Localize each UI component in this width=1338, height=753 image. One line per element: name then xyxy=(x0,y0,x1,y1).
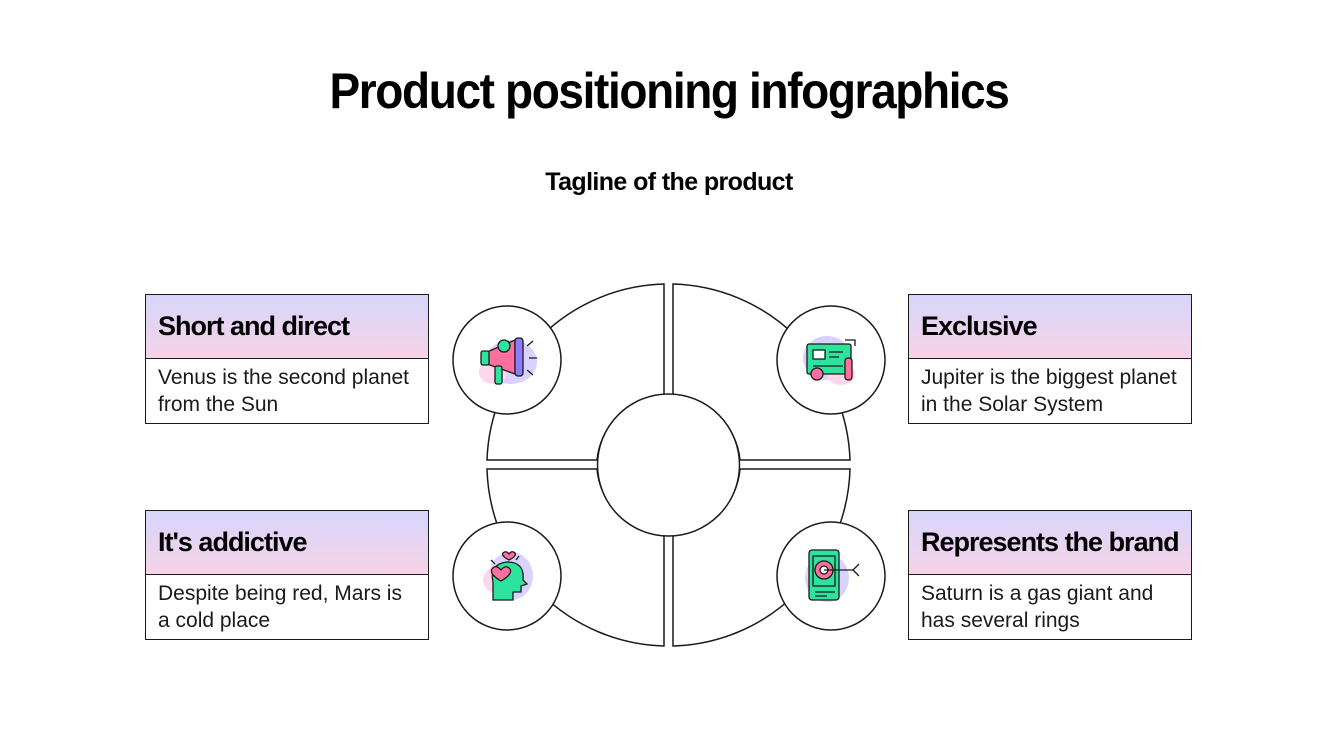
card-header: Represents the brand xyxy=(909,511,1191,575)
card-heading: Short and direct xyxy=(158,311,350,341)
tagline: Tagline of the product xyxy=(545,168,793,196)
page-title: Product positioning infographics xyxy=(329,63,1009,119)
card-short-and-direct: Short and direct Venus is the second pla… xyxy=(145,294,429,424)
card-heading: Represents the brand xyxy=(921,527,1180,557)
card-text: Saturn is a gas giant and has several ri… xyxy=(921,582,1154,632)
card-text: Despite being red, Mars is a cold place xyxy=(158,582,402,632)
card-text: Venus is the second planet from the Sun xyxy=(158,366,410,416)
card-represents-the-brand: Represents the brand Saturn is a gas gia… xyxy=(908,510,1192,640)
card-header: Exclusive xyxy=(909,295,1191,359)
megaphone-icon xyxy=(479,337,537,385)
card-header: It's addictive xyxy=(146,511,428,575)
heart-head-icon xyxy=(483,551,533,601)
card-header: Short and direct xyxy=(146,295,428,359)
card-its-addictive: It's addictive Despite being red, Mars i… xyxy=(145,510,429,640)
target-phone-icon xyxy=(805,549,860,602)
center-circle xyxy=(596,393,741,537)
card-text: Jupiter is the biggest planet in the Sol… xyxy=(921,366,1177,416)
card-heading: It's addictive xyxy=(158,527,307,557)
credit-card-icon xyxy=(803,336,856,385)
card-exclusive: Exclusive Jupiter is the biggest planet … xyxy=(908,294,1192,424)
card-heading: Exclusive xyxy=(921,311,1038,341)
